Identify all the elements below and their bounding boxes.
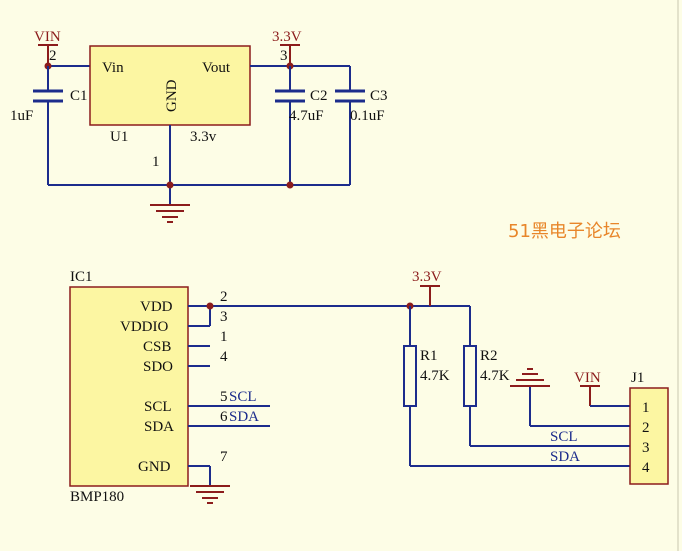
regulator-section: VIN 2 Vin Vout GND U1 3.3v 1 3.3V 3	[10, 29, 388, 223]
pin-sda-label: SDA	[144, 419, 174, 435]
r1-value-label: 4.7K	[420, 368, 450, 384]
j1-net-sda-label: SDA	[550, 449, 580, 465]
u1-pin1-number: 1	[152, 154, 160, 170]
j1-pin3-label: 3	[642, 440, 650, 456]
capacitor-c2: C2 4.7uF	[275, 66, 328, 185]
c3-ref-label: C3	[370, 88, 388, 104]
pin-gnd-number: 7	[220, 449, 228, 465]
out-power-symbol: 3.3V	[272, 29, 302, 66]
j1-net-scl-label: SCL	[550, 429, 578, 445]
j1-pin1-label: 1	[642, 400, 650, 416]
vin-rail-label: VIN	[34, 29, 61, 45]
u1-pin-vout-label: Vout	[202, 60, 231, 76]
j1-ref-label: J1	[631, 370, 644, 386]
capacitor-c1: C1 1uF	[10, 66, 88, 185]
sensor-section: IC1 BMP180 VDD VDDIO CSB SDO SCL SDA GND…	[69, 269, 470, 505]
net-sda-label: SDA	[229, 409, 259, 425]
ground-symbol	[150, 204, 190, 223]
pin-vddio-number: 3	[220, 309, 228, 325]
pin-vdd-number: 2	[220, 289, 228, 305]
junction-dot	[206, 302, 214, 310]
c1-value-label: 1uF	[10, 108, 33, 124]
vin-power-symbol: VIN	[34, 29, 61, 66]
u1-pin-gnd-label: GND	[164, 79, 180, 112]
pullup-rail-label: 3.3V	[412, 269, 442, 285]
connector-body	[629, 387, 669, 485]
r1-ref-label: R1	[420, 348, 438, 364]
capacitor-c3: C3 0.1uF	[335, 66, 388, 185]
r2-ref-label: R2	[480, 348, 498, 364]
resistor-r1: R1 4.7K	[403, 306, 450, 466]
c2-value-label: 4.7uF	[289, 108, 324, 124]
resistor-r2: R2 4.7K	[463, 306, 510, 446]
ground-symbol	[190, 485, 230, 504]
sensor-body	[69, 286, 189, 487]
junction-dot	[166, 181, 174, 189]
j1-vin-rail-label: VIN	[574, 370, 601, 386]
c1-ref-label: C1	[70, 88, 88, 104]
pin-sdo-label: SDO	[143, 359, 173, 375]
pin-sda-number: 6	[220, 409, 228, 425]
pullup-section: 3.3V R1 4.7K R2 4.7K SCL SDA	[403, 269, 669, 485]
pin-scl-number: 5	[220, 389, 228, 405]
net-scl-label: SCL	[229, 389, 257, 405]
pin-vdd-label: VDD	[140, 299, 173, 315]
j1-vin-power-symbol: VIN	[574, 370, 630, 407]
j1-pin4-label: 4	[642, 460, 650, 476]
c3-value-label: 0.1uF	[350, 108, 385, 124]
regulator-body	[89, 45, 251, 126]
sensor-part-label: BMP180	[70, 489, 124, 505]
u1-value-label: 3.3v	[190, 129, 217, 145]
r2-value-label: 4.7K	[480, 368, 510, 384]
u1-pin3-number: 3	[280, 48, 288, 64]
j1-pin2-label: 2	[642, 420, 650, 436]
pin-sdo-number: 4	[220, 349, 228, 365]
pin-csb-number: 1	[220, 329, 228, 345]
pin-gnd-label: GND	[138, 459, 171, 475]
ground-symbol	[510, 368, 550, 387]
junction-dot	[286, 181, 294, 189]
out-rail-label: 3.3V	[272, 29, 302, 45]
u1-pin-vin-label: Vin	[102, 60, 124, 76]
forum-brand-text: 51黑电子论坛	[508, 221, 621, 242]
pullup-power-symbol: 3.3V	[412, 269, 442, 306]
u1-pin2-number: 2	[49, 48, 57, 64]
c2-ref-label: C2	[310, 88, 328, 104]
pin-csb-label: CSB	[143, 339, 171, 355]
u1-ref-label: U1	[110, 129, 128, 145]
pin-scl-label: SCL	[144, 399, 172, 415]
pin-vddio-label: VDDIO	[120, 319, 168, 335]
ic1-ref-label: IC1	[70, 269, 93, 285]
